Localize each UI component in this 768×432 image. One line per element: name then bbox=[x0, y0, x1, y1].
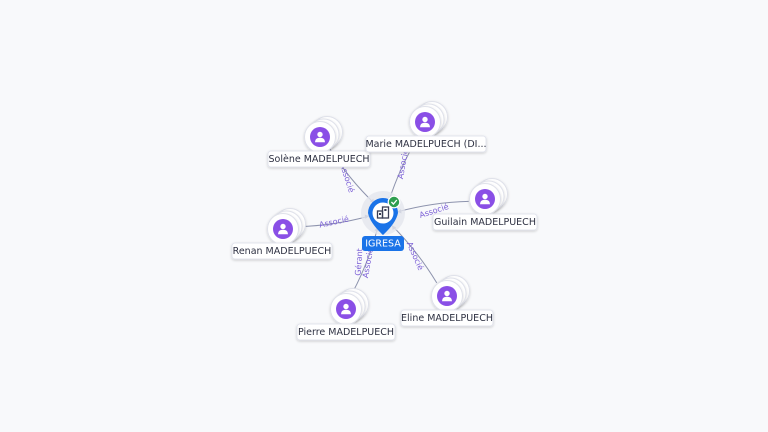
person-name-label: Pierre MADELPUECH bbox=[298, 327, 394, 338]
person-node-pierre[interactable]: Pierre MADELPUECH bbox=[296, 288, 396, 341]
node-label-box bbox=[296, 323, 396, 341]
person-icon bbox=[420, 116, 430, 128]
edge-label-renan: Associé bbox=[318, 213, 350, 229]
node-label-box bbox=[432, 213, 538, 231]
person-name-label: Marie MADELPUECH (DI... bbox=[365, 139, 486, 150]
node-label-box bbox=[231, 242, 333, 260]
person-icon bbox=[442, 290, 452, 302]
company-label-box bbox=[362, 236, 404, 251]
person-name-label: Eline MADELPUECH bbox=[401, 313, 493, 324]
person-icon bbox=[278, 223, 288, 235]
relation-edge-eline bbox=[391, 225, 438, 284]
person-node-solene[interactable]: Solène MADELPUECH bbox=[267, 116, 371, 168]
edge-label-marie: Associé bbox=[395, 148, 410, 180]
person-name-label: Renan MADELPUECH bbox=[233, 246, 332, 257]
node-label-box bbox=[365, 135, 487, 153]
node-label-box bbox=[267, 150, 371, 168]
edge-label-pierre: Gérant bbox=[353, 248, 365, 276]
edge-label-eline: Associé bbox=[405, 240, 426, 272]
person-node-marie[interactable]: Marie MADELPUECH (DI... bbox=[365, 101, 487, 153]
person-icon bbox=[480, 193, 490, 205]
person-name-label: Guilain MADELPUECH bbox=[434, 217, 536, 228]
person-icon bbox=[315, 131, 325, 143]
person-node-eline[interactable]: Eline MADELPUECH bbox=[400, 275, 494, 327]
company-name-label: IGRESA bbox=[365, 239, 401, 250]
node-label-box bbox=[400, 309, 494, 327]
person-node-renan[interactable]: Renan MADELPUECH bbox=[231, 208, 333, 260]
check-icon bbox=[387, 195, 401, 209]
person-icon bbox=[341, 303, 351, 315]
person-name-label: Solène MADELPUECH bbox=[269, 154, 370, 165]
person-node-guilain[interactable]: Guilain MADELPUECH bbox=[432, 178, 538, 231]
building-icon bbox=[376, 206, 390, 219]
company-node[interactable]: IGRESA bbox=[361, 191, 405, 251]
